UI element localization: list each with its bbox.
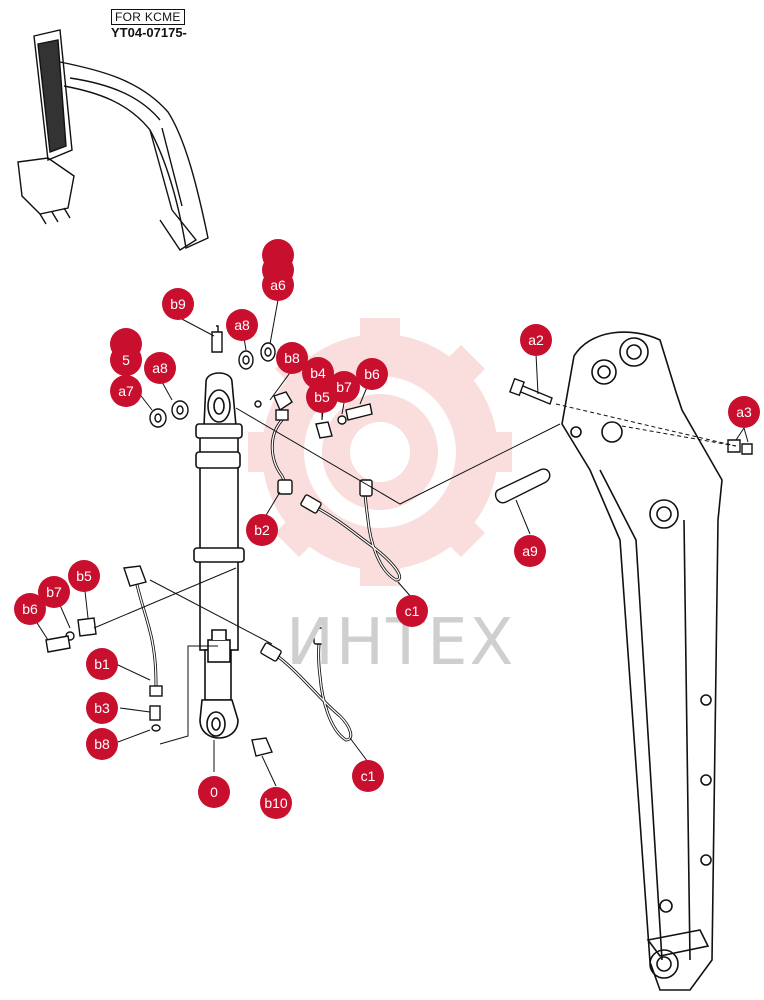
model-code: YT04-07175- [111,25,187,40]
hydraulic-cylinder [193,372,245,739]
callout-b1[interactable]: b1 [86,648,118,680]
hydraulic-hoses [134,419,402,742]
callout-a2[interactable]: a2 [520,324,552,356]
small-parts [45,325,753,757]
boom-assembly [561,331,723,991]
callout-b5-left[interactable]: b5 [68,560,100,592]
callout-a9[interactable]: a9 [514,535,546,567]
callout-b3[interactable]: b3 [86,692,118,724]
callout-b8-left[interactable]: b8 [86,728,118,760]
callout-b2[interactable]: b2 [246,514,278,546]
callout-b9[interactable]: b9 [162,288,194,320]
callout-b6-left[interactable]: b6 [14,593,46,625]
callout-a7[interactable]: a7 [110,375,142,407]
excavator-thumbnail [17,29,209,251]
callout-a3[interactable]: a3 [728,396,760,428]
callout-b10[interactable]: b10 [260,787,292,819]
callout-c1-lower[interactable]: c1 [352,760,384,792]
callout-b6-top[interactable]: b6 [356,358,388,390]
header-box-label: FOR KCME [111,9,185,25]
callout-a7-stack-2[interactable]: 5 [110,344,142,376]
callout-a6[interactable]: a6 [262,269,294,301]
callout-a8-top[interactable]: a8 [226,309,258,341]
callout-zero[interactable]: 0 [198,776,230,808]
callout-b5-top[interactable]: b5 [306,381,338,413]
callout-c1-upper[interactable]: c1 [396,595,428,627]
callout-a8-left[interactable]: a8 [144,352,176,384]
